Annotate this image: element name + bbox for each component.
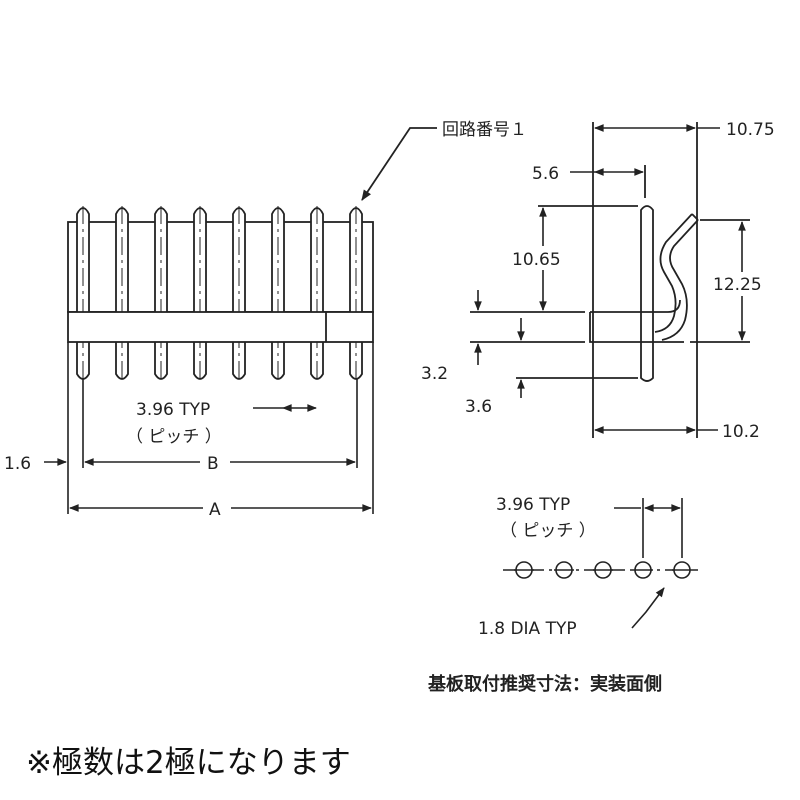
housing-outline xyxy=(67,221,374,313)
side-dims xyxy=(474,124,746,434)
pcb-caption: 基板取付推奨寸法：実装面側 xyxy=(427,673,662,695)
pin-row xyxy=(76,206,363,382)
dim-offset-label: 5.6 xyxy=(532,164,559,184)
footnote: ※極数は2極になります xyxy=(26,745,351,781)
dim-bend-height-label: 12.25 xyxy=(713,275,762,295)
pcb-layout xyxy=(503,498,698,629)
side-view xyxy=(470,122,750,438)
housing-body xyxy=(67,311,374,343)
hole-label: 1.8 DIA TYP xyxy=(478,619,577,639)
pcb-pitch-label: 3.96 TYP xyxy=(496,495,570,515)
dim-a-label: A xyxy=(209,500,221,520)
front-view xyxy=(67,206,374,382)
front-pitch-label: 3.96 TYP xyxy=(136,400,210,420)
front-pitch-sub: （ ピッチ ） xyxy=(126,427,222,447)
dim-pin-height-label: 10.65 xyxy=(512,250,561,270)
dim-depth-label: 10.2 xyxy=(722,422,760,442)
dim-body-label: 3.2 xyxy=(421,364,448,384)
side-pin xyxy=(640,205,654,382)
side-body xyxy=(589,299,684,343)
pcb-pitch-sub: （ ピッチ ） xyxy=(500,521,596,541)
side-bent-pin xyxy=(661,219,699,341)
circuit-no-label: 回路番号１ xyxy=(442,120,527,140)
hole-row xyxy=(514,561,692,579)
dim-top-label: 10.75 xyxy=(726,120,775,140)
dim-edge-label: 1.6 xyxy=(4,454,31,474)
circuit-no-callout xyxy=(361,127,437,201)
dim-b-label: B xyxy=(207,454,219,474)
dim-tail-label: 3.6 xyxy=(465,397,492,417)
